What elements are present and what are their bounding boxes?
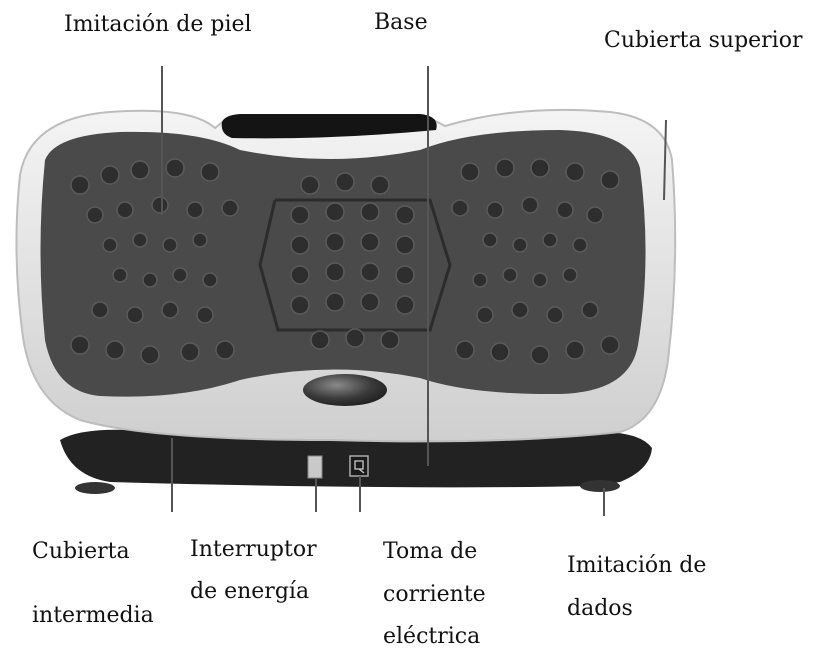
power-socket — [349, 455, 369, 477]
label-power-socket-line3: eléctrica — [383, 624, 481, 649]
label-power-socket-line1: Toma de — [383, 539, 478, 564]
foot-left — [75, 482, 115, 494]
control-knob — [303, 374, 387, 406]
handle-recess — [221, 114, 437, 139]
label-power-socket-line2: corriente — [383, 582, 486, 607]
mat-center-outline — [258, 198, 452, 332]
power-switch — [307, 455, 323, 479]
leader-lines — [161, 66, 667, 516]
label-base: Base — [374, 10, 428, 35]
label-power-switch-line2: de energía — [190, 579, 310, 604]
label-faux-dice-line2: dados — [567, 596, 633, 621]
label-top-cover: Cubierta superior — [604, 28, 803, 53]
label-faux-leather: Imitación de piel — [64, 12, 252, 37]
leader-top-cover — [663, 119, 667, 201]
label-power-switch-line1: Interruptor — [190, 537, 317, 562]
label-faux-dice-line1: Imitación de — [567, 553, 707, 578]
plate-mat — [40, 130, 646, 397]
label-middle-cover-line2: intermedia — [32, 603, 154, 628]
power-socket-detail — [354, 460, 365, 474]
label-middle-cover-line1: Cubierta — [32, 539, 130, 564]
foot-right — [580, 480, 620, 492]
massage-nodules — [70, 158, 620, 365]
